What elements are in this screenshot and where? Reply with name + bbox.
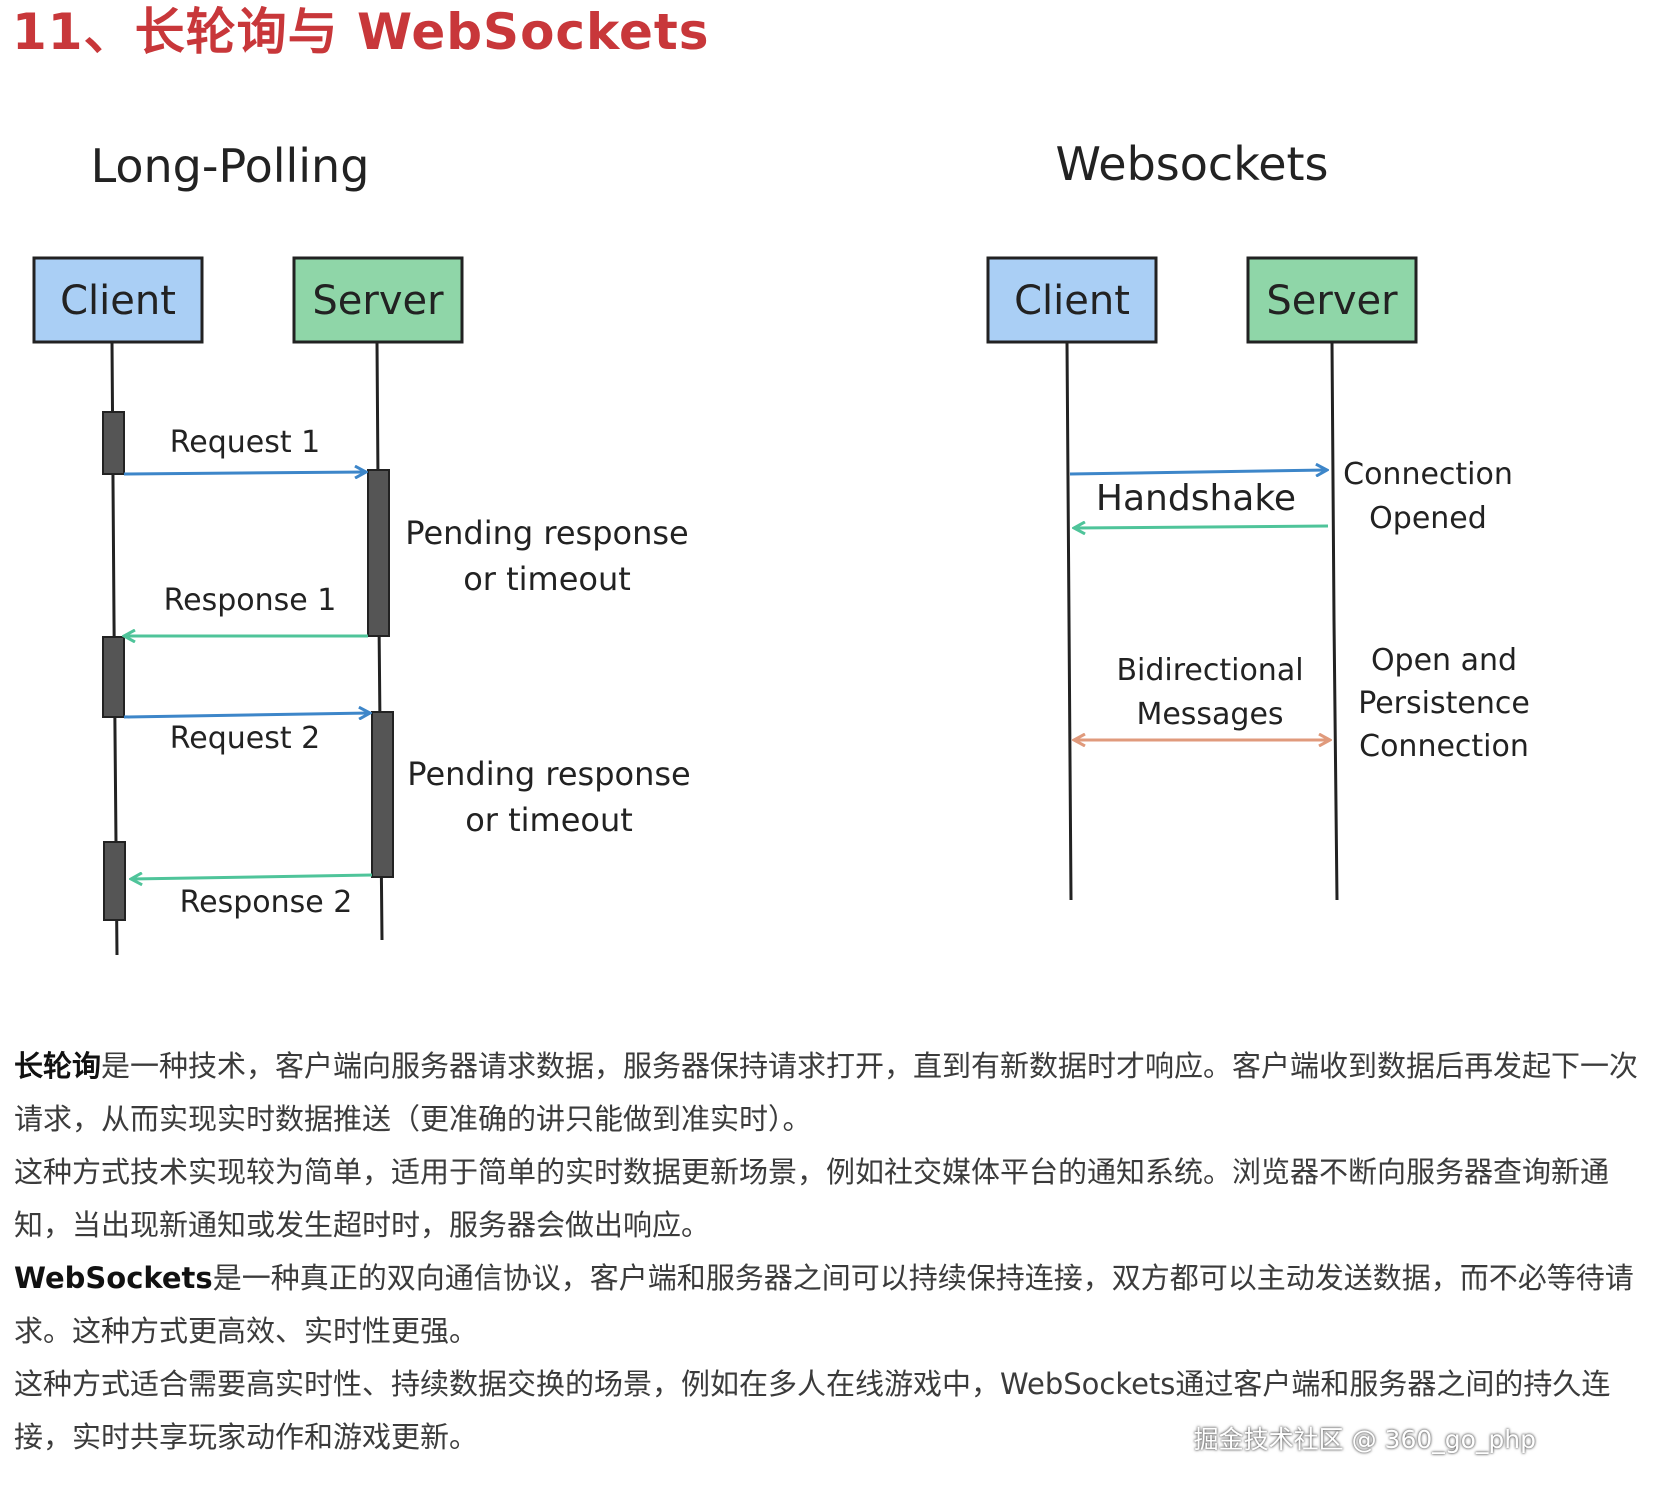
paragraph-text: 这种方式技术实现较为简单，适用于简单的实时数据更新场景，例如社交媒体平台的通知系… bbox=[14, 1155, 1610, 1242]
paragraph-long-polling: 长轮询是一种技术，客户端向服务器请求数据，服务器保持请求打开，直到有新数据时才响… bbox=[14, 1040, 1644, 1146]
ws-persistence-line3: Connection bbox=[1359, 729, 1529, 764]
lp-client-box bbox=[32, 256, 204, 344]
ws-persistence-line2: Persistence bbox=[1358, 686, 1530, 721]
term-long-polling: 长轮询 bbox=[14, 1049, 102, 1083]
ws-server-label: Server bbox=[1266, 278, 1398, 324]
long-polling-title: Long-Polling bbox=[91, 139, 370, 193]
article-body: 长轮询是一种技术，客户端向服务器请求数据，服务器保持请求打开，直到有新数据时才响… bbox=[14, 1040, 1644, 1464]
lp-response-1-label: Response 1 bbox=[164, 583, 337, 618]
paragraph-long-polling-usage: 这种方式技术实现较为简单，适用于简单的实时数据更新场景，例如社交媒体平台的通知系… bbox=[14, 1146, 1644, 1252]
lp-response-2-arrow bbox=[131, 875, 373, 879]
paragraph-text: 是一种技术，客户端向服务器请求数据，服务器保持请求打开，直到有新数据时才响应。客… bbox=[14, 1049, 1639, 1136]
ws-server-lifeline bbox=[1330, 341, 1339, 901]
term-websockets: WebSockets bbox=[14, 1261, 213, 1295]
ws-connection-opened-line1: Connection bbox=[1343, 457, 1513, 492]
lp-pending-1-line2: or timeout bbox=[463, 560, 631, 598]
ws-handshake-request-arrow bbox=[1069, 470, 1327, 474]
lp-client-label: Client bbox=[60, 278, 176, 324]
section-heading: 11、长轮询与 WebSockets bbox=[12, 3, 710, 61]
watermark: 掘金技术社区 @ 360_go_php bbox=[1193, 1425, 1536, 1454]
lp-pending-1-line1: Pending response bbox=[405, 514, 688, 552]
lp-client-activation-1 bbox=[102, 411, 125, 475]
paragraph-text: 是一种真正的双向通信协议，客户端和服务器之间可以持续保持连接，双方都可以主动发送… bbox=[14, 1261, 1634, 1348]
lp-client-activation-3 bbox=[103, 841, 126, 921]
paragraph-websockets: WebSockets是一种真正的双向通信协议，客户端和服务器之间可以持续保持连接… bbox=[14, 1252, 1644, 1358]
lp-server-box bbox=[292, 256, 464, 344]
websockets-title: Websockets bbox=[1056, 137, 1329, 191]
lp-response-2-label: Response 2 bbox=[180, 885, 353, 920]
ws-bidirectional-line1: Bidirectional bbox=[1116, 653, 1303, 688]
comparison-diagram: Long-Polling Client Server Request 1 Res… bbox=[0, 100, 1658, 1040]
ws-client-box bbox=[986, 256, 1158, 344]
lp-pending-2-line2: or timeout bbox=[465, 801, 633, 839]
paragraph-text: 这种方式适合需要高实时性、持续数据交换的场景，例如在多人在线游戏中，WebSoc… bbox=[14, 1367, 1611, 1454]
ws-persistence-line1: Open and bbox=[1371, 643, 1517, 678]
ws-handshake-response-arrow bbox=[1074, 526, 1329, 528]
lp-request-2-arrow bbox=[123, 713, 370, 717]
lp-pending-2-line1: Pending response bbox=[407, 755, 690, 793]
ws-client-lifeline bbox=[1065, 341, 1073, 901]
lp-server-activation-1 bbox=[367, 469, 390, 637]
ws-connection-opened-line2: Opened bbox=[1369, 501, 1487, 536]
lp-request-1-arrow bbox=[123, 472, 366, 474]
lp-server-label: Server bbox=[312, 278, 444, 324]
paragraph-websockets-usage: 这种方式适合需要高实时性、持续数据交换的场景，例如在多人在线游戏中，WebSoc… bbox=[14, 1358, 1644, 1464]
ws-handshake-label: Handshake bbox=[1096, 478, 1296, 519]
lp-request-1-label: Request 1 bbox=[170, 425, 320, 460]
ws-bidirectional-line2: Messages bbox=[1136, 697, 1283, 732]
lp-server-activation-2 bbox=[371, 711, 394, 878]
lp-request-2-label: Request 2 bbox=[170, 721, 320, 756]
lp-client-activation-2 bbox=[102, 636, 125, 718]
ws-client-label: Client bbox=[1014, 278, 1130, 324]
